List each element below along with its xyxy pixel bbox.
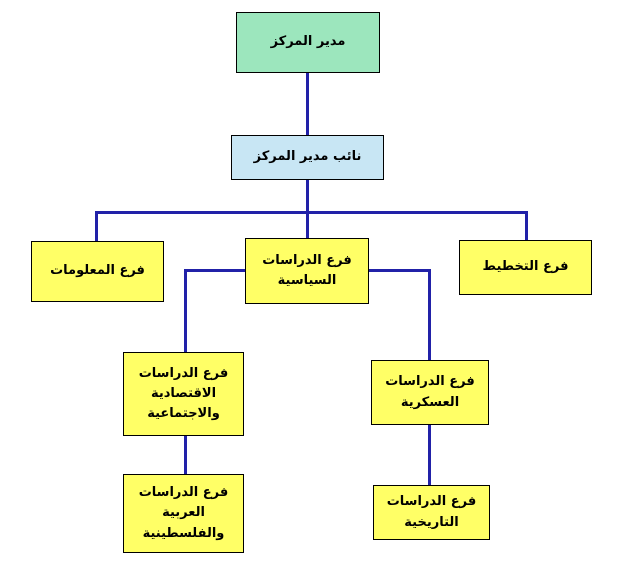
org-node-director: مدير المركز (236, 12, 380, 73)
org-node-historical-studies-branch: فرع الدراسات التاريخية (373, 485, 490, 540)
connector-bus-planning (525, 211, 528, 240)
connector-deputy-bus (306, 180, 309, 213)
connector-level3-bus (95, 211, 528, 214)
org-node-deputy-director: نائب مدير المركز (231, 135, 384, 180)
org-node-information-branch: فرع المعلومات (31, 241, 164, 302)
org-node-political-studies-branch: فرع الدراسات السياسية (245, 238, 369, 304)
org-node-planning-branch: فرع التخطيط (459, 240, 592, 295)
connector-political-right-stub (369, 269, 430, 272)
connector-military-historical (428, 425, 431, 485)
connector-political-economic (184, 269, 187, 352)
connector-economic-arab (184, 436, 187, 474)
org-node-arab-palestinian-studies-branch: فرع الدراسات العربية والفلسطينية (123, 474, 244, 553)
connector-bus-political (306, 211, 309, 238)
connector-political-military (428, 269, 431, 360)
org-node-military-studies-branch: فرع الدراسات العسكرية (371, 360, 489, 425)
connector-bus-information (95, 211, 98, 241)
connector-director-deputy (306, 73, 309, 135)
connector-political-left-stub (184, 269, 245, 272)
org-node-economic-social-studies-branch: فرع الدراسات الاقتصادية والاجتماعية (123, 352, 244, 436)
